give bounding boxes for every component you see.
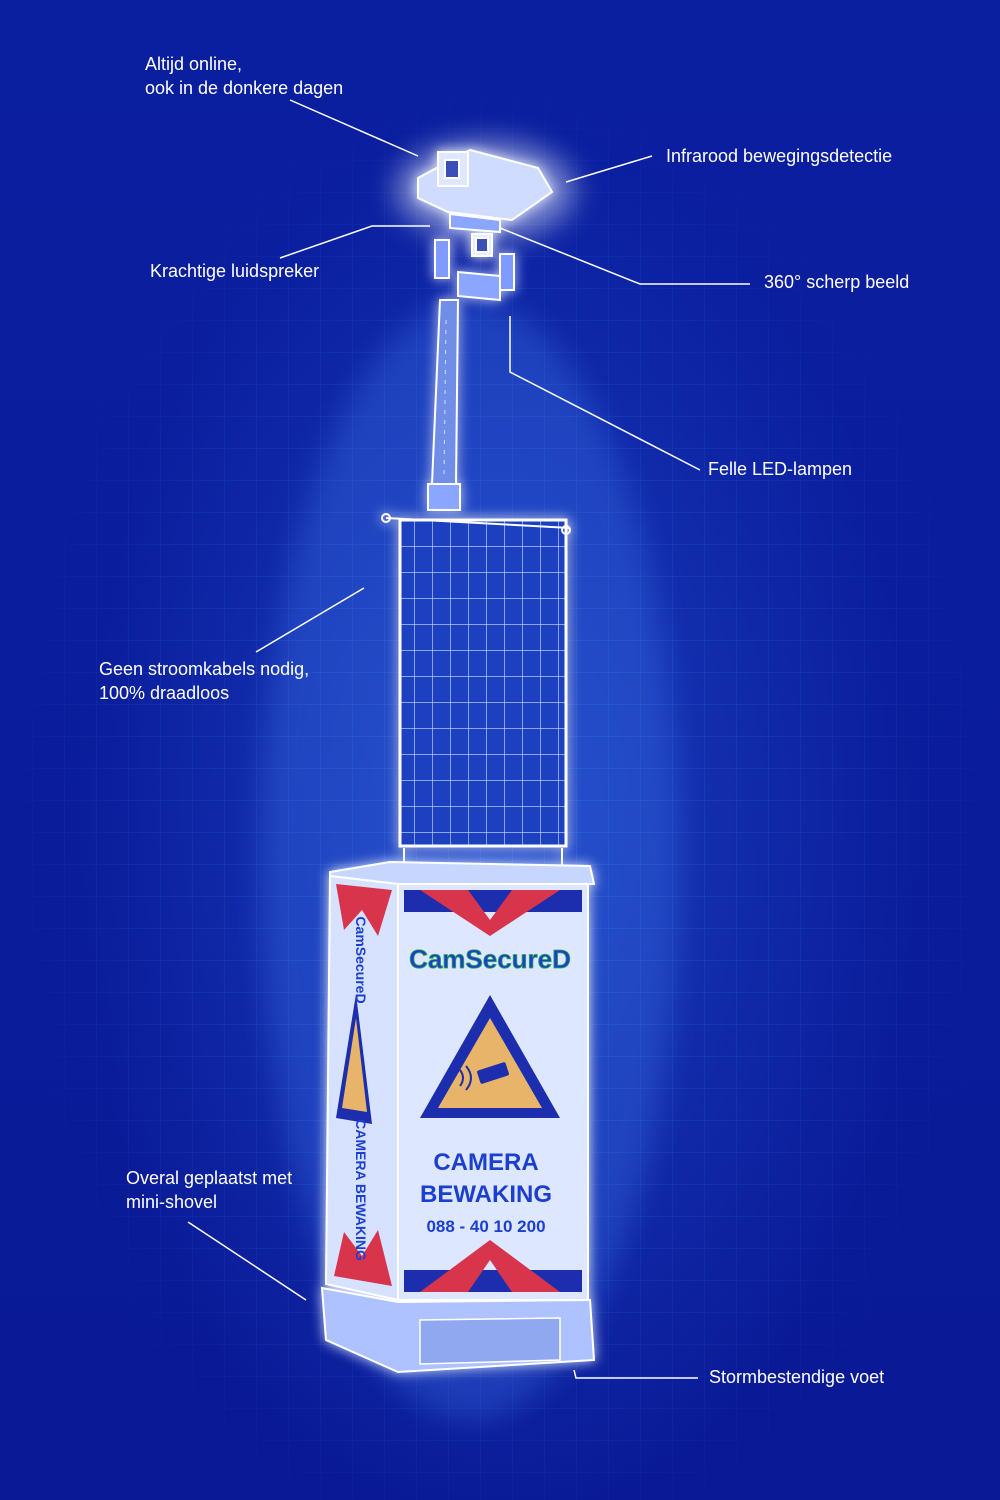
leader-online [289,99,419,157]
callout-shovel-line1: Overal geplaatst met [126,1168,293,1188]
callout-led: Felle LED-lampen [708,459,853,479]
leader-shovel [187,1221,307,1301]
callout-online: Altijd online, ook in de donkere dagen [145,52,343,100]
mast [427,299,461,511]
leader-draadloos [255,587,365,653]
unit-phone: 088 - 40 10 200 [426,1217,545,1236]
leader-infrarood [565,155,653,183]
callout-draadloos-line2: 100% draadloos [99,683,230,703]
callout-beeld: 360° scherp beeld [764,272,910,292]
unit-labels: CamSecureD CamSecureD CAMERA BEWAKING 08… [353,916,571,1261]
leader-led [509,316,701,471]
leader-luidspreker [279,225,430,259]
camera-head [417,148,554,302]
unit-title-line2: BEWAKING [420,1181,552,1208]
side-brand-logo: CamSecureD [353,916,369,1003]
brand-logo: CamSecureD [409,944,571,974]
solar-panel [381,513,571,866]
callout-infrarood: Infrarood bewegingsdetectie [666,146,893,166]
leader-lines [187,99,750,1379]
housing [320,860,596,1374]
leader-beeld [499,227,750,285]
callout-online-line2: ook in de donkere dagen [145,78,344,98]
callout-shovel-line2: mini-shovel [126,1192,218,1212]
callout-online-line1: Altijd online, [145,54,243,74]
callout-shovel: Overal geplaatst met mini-shovel [126,1166,292,1214]
callout-luidspreker: Krachtige luidspreker [150,261,320,281]
callout-draadloos: Geen stroomkabels nodig, 100% draadloos [99,657,309,705]
unit-title-line1: CAMERA [433,1149,538,1176]
leader-voet [573,1369,698,1379]
side-text: CAMERA BEWAKING [353,1119,369,1261]
callout-draadloos-line1: Geen stroomkabels nodig, [99,659,310,679]
callout-voet: Stormbestendige voet [709,1367,885,1387]
